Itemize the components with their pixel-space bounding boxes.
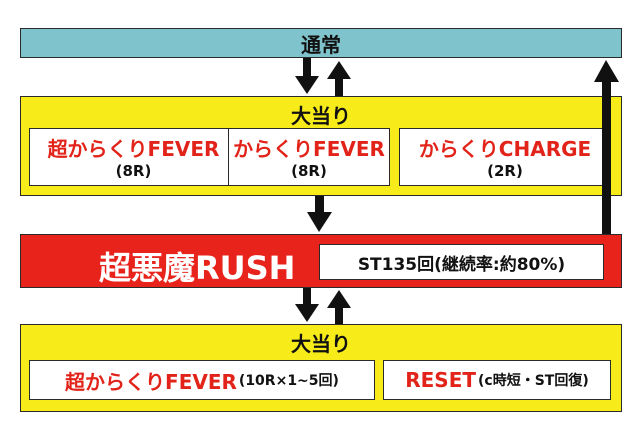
arrow-up-icon <box>594 60 619 234</box>
st-info-text: ST135回(継続率:約80%) <box>357 254 566 275</box>
jackpot-title-bottom: 大当り <box>291 332 351 356</box>
card-main-label: からくりCHARGE <box>418 137 592 161</box>
normal-state-bar: 通常 <box>20 28 622 58</box>
rush-bar: 超悪魔RUSH ST135回(継続率:約80%) <box>20 234 622 288</box>
card-rounds-label: (8R) <box>291 162 327 180</box>
card-main-label: RESET <box>405 368 477 392</box>
card-detail-label: (c時短・ST回復) <box>478 373 589 389</box>
arrow-down-icon <box>295 58 319 94</box>
arrow-down-icon <box>307 196 332 232</box>
card-super-karakuri-fever: 超からくりFEVER (8R) <box>29 128 238 186</box>
normal-state-label: 通常 <box>301 32 341 57</box>
arrow-up-icon <box>327 290 351 324</box>
card-main-label: 超からくりFEVER <box>47 137 220 161</box>
st-info-box: ST135回(継続率:約80%) <box>319 244 604 280</box>
jackpot-panel-top: 大当り 超からくりFEVER (8R) からくりFEVER (8R) からくりC… <box>20 96 622 196</box>
card-main-label: からくりFEVER <box>233 137 385 161</box>
card-reset: RESET (c時短・ST回復) <box>383 360 611 400</box>
arrow-down-icon <box>295 288 319 322</box>
jackpot-title-top: 大当り <box>291 104 351 128</box>
card-rounds-label: (8R) <box>115 162 152 180</box>
card-rounds-label: (2R) <box>487 162 523 180</box>
card-karakuri-charge: からくりCHARGE (2R) <box>399 128 611 186</box>
card-karakuri-fever: からくりFEVER (8R) <box>228 128 390 186</box>
card-super-karakuri-fever-bottom: 超からくりFEVER (10R×1~5回) <box>29 360 375 400</box>
card-main-label: 超からくりFEVER <box>65 369 237 394</box>
rush-label: 超悪魔RUSH <box>99 249 296 287</box>
jackpot-panel-bottom: 大当り 超からくりFEVER (10R×1~5回) RESET (c時短・ST回… <box>20 324 622 412</box>
card-detail-label: (10R×1~5回) <box>238 373 339 389</box>
arrow-up-icon <box>327 61 351 96</box>
